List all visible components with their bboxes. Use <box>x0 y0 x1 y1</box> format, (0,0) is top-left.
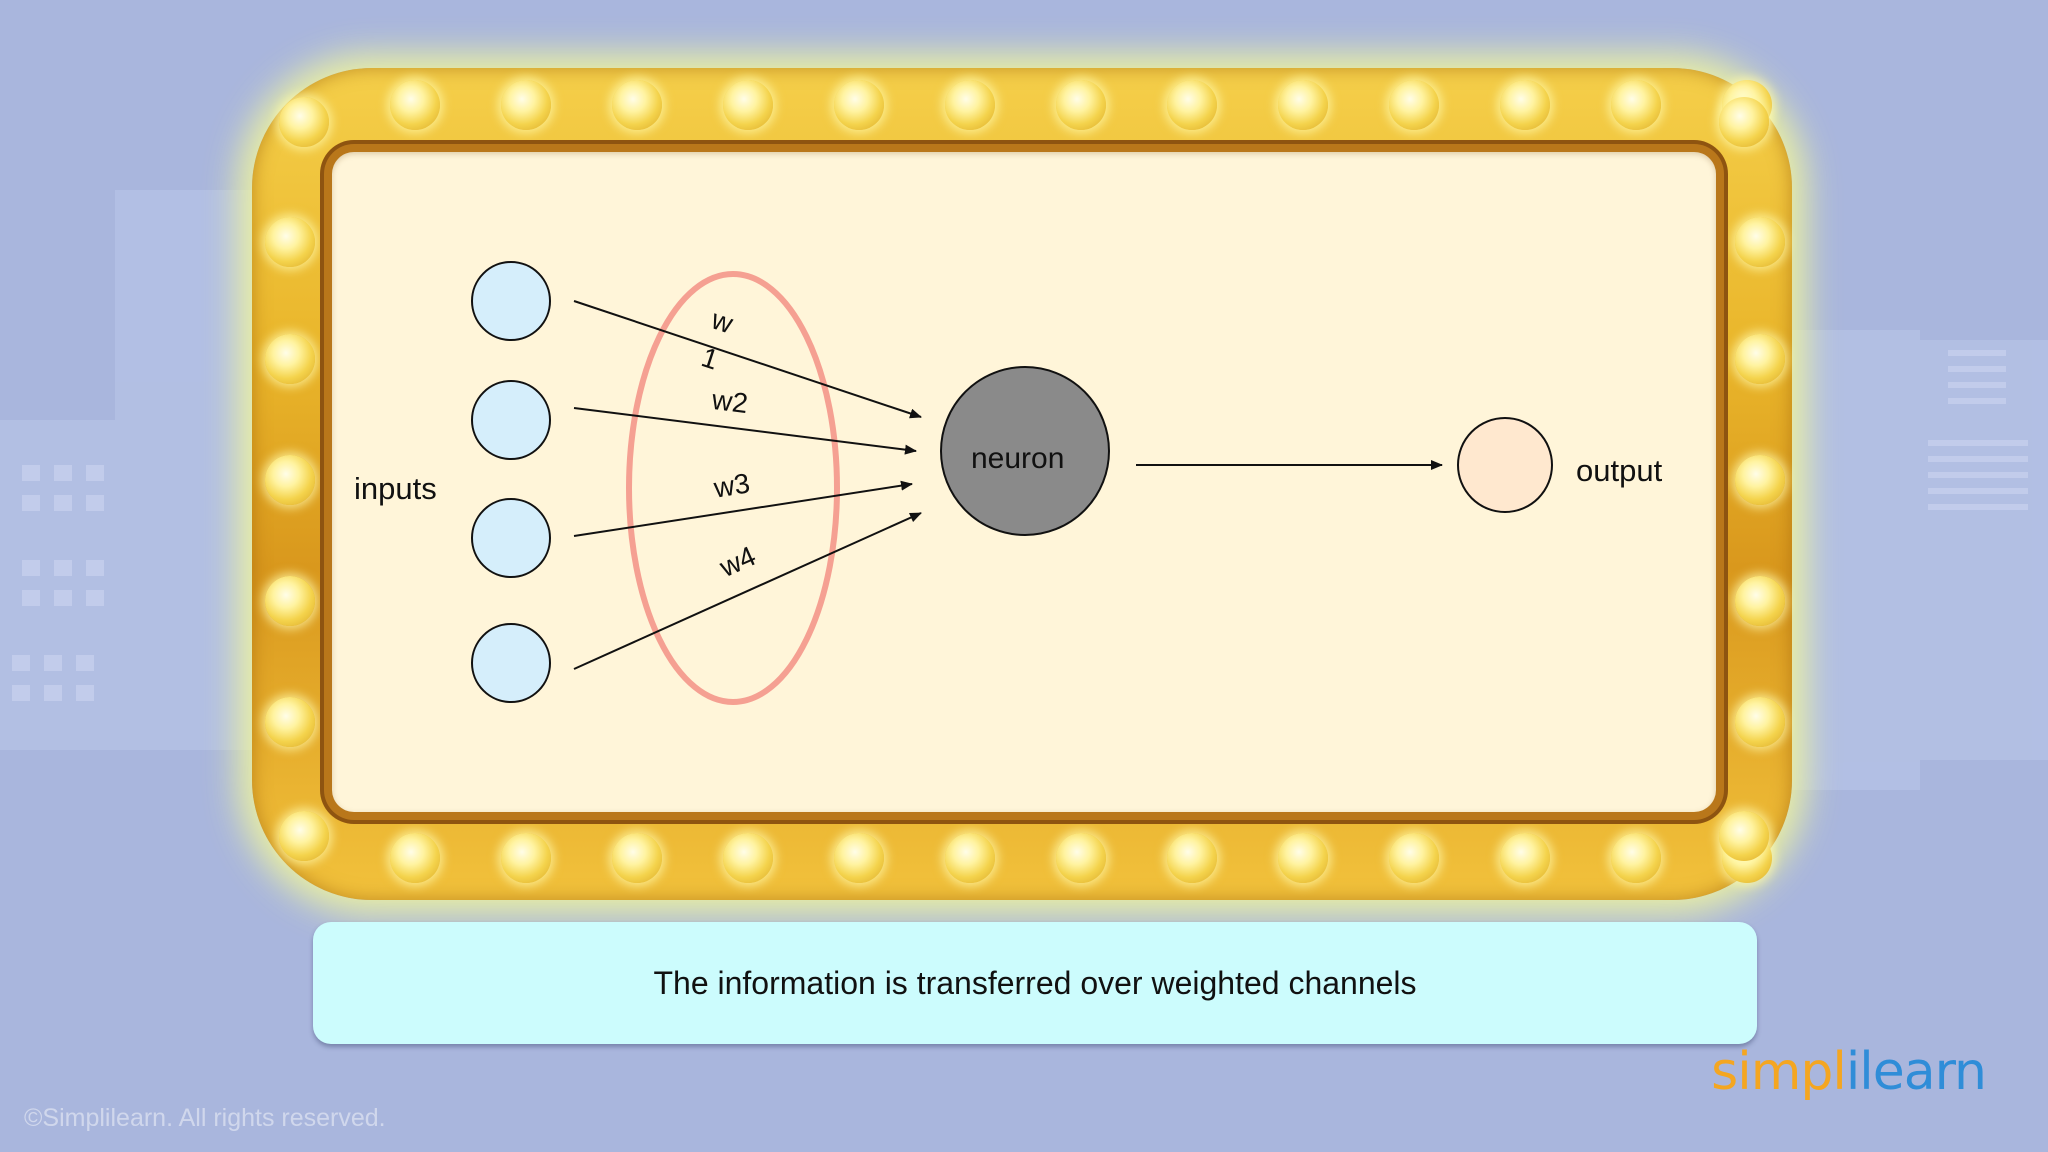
marquee-bulb <box>723 833 773 883</box>
neuron-node <box>940 366 1110 536</box>
marquee-bulb <box>612 80 662 130</box>
input-node-1 <box>471 261 551 341</box>
caption-box: The information is transferred over weig… <box>313 922 1757 1044</box>
marquee-bulb <box>1611 80 1661 130</box>
weighted-channels-highlight-ellipse <box>626 271 840 705</box>
simplilearn-logo: simplilearn <box>1711 1042 1987 1102</box>
logo-text-part1: simpl <box>1711 1042 1847 1102</box>
marquee-bulb <box>612 833 662 883</box>
marquee-bulb <box>390 80 440 130</box>
marquee-bulb <box>1500 80 1550 130</box>
marquee-bulb <box>1389 80 1439 130</box>
marquee-bulb <box>1167 833 1217 883</box>
marquee-bulb <box>390 833 440 883</box>
marquee-bulb <box>1278 80 1328 130</box>
channel-arrow-2 <box>573 407 917 455</box>
marquee-bulb <box>1056 80 1106 130</box>
marquee-bulb <box>1389 833 1439 883</box>
marquee-bulb <box>265 576 315 626</box>
marquee-bulb <box>1611 833 1661 883</box>
marquee-bulb <box>723 80 773 130</box>
inputs-label: inputs <box>354 471 437 506</box>
output-node <box>1457 417 1553 513</box>
marquee-bulb <box>1167 80 1217 130</box>
caption-text: The information is transferred over weig… <box>653 964 1417 1001</box>
channel-arrow-4 <box>573 512 922 670</box>
output-label: output <box>1576 453 1663 488</box>
marquee-bulb <box>1735 576 1785 626</box>
neuron-label: neuron <box>971 442 1065 475</box>
marquee-bulb <box>945 833 995 883</box>
marquee-bulb <box>1056 833 1106 883</box>
marquee-bulb <box>1735 455 1785 505</box>
weight-label-w3: w3 <box>711 467 752 504</box>
logo-text-part2: ilearn <box>1845 1042 1987 1102</box>
marquee-bulb <box>1735 334 1785 384</box>
marquee-bulb <box>1735 217 1785 267</box>
marquee-bulb <box>1719 811 1769 861</box>
channel-arrow-3 <box>573 480 913 537</box>
marquee-bulb <box>265 697 315 747</box>
marquee-bulb <box>279 811 329 861</box>
marquee-bulb <box>1735 697 1785 747</box>
marquee-bulb <box>501 80 551 130</box>
marquee-bulb <box>1278 833 1328 883</box>
input-node-2 <box>471 380 551 460</box>
marquee-bulb <box>945 80 995 130</box>
input-node-3 <box>471 498 551 578</box>
input-node-4 <box>471 623 551 703</box>
marquee-bulb <box>265 217 315 267</box>
marquee-bulb <box>834 80 884 130</box>
marquee-bulb <box>279 97 329 147</box>
channel-arrow-1 <box>573 300 922 419</box>
marquee-bulb <box>501 833 551 883</box>
marquee-bulb <box>1719 97 1769 147</box>
weight-label-w2: w2 <box>710 383 750 420</box>
marquee-bulb <box>834 833 884 883</box>
marquee-bulb <box>1500 833 1550 883</box>
marquee-bulb <box>265 455 315 505</box>
marquee-bulb <box>265 334 315 384</box>
copyright-text: ©Simplilearn. All rights reserved. <box>24 1104 386 1132</box>
